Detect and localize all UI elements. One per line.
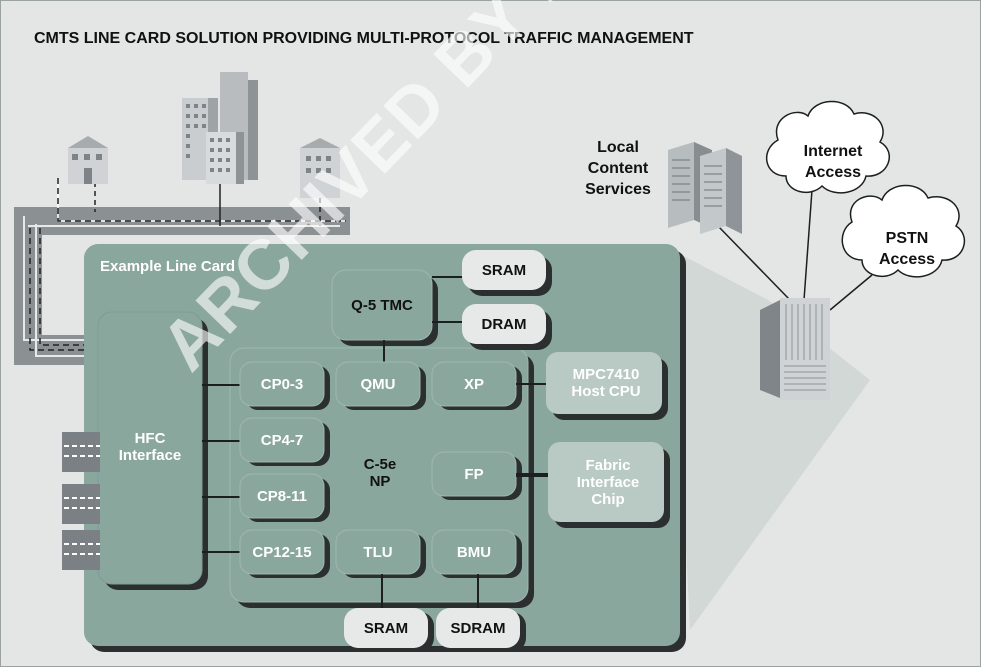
cp0-3-block: CP0-3 (260, 375, 304, 393)
cp-block-shapes (239, 361, 522, 578)
local-content-servers (668, 142, 742, 234)
bmu-block: BMU (456, 543, 492, 561)
diagram-title: CMTS LINE CARD SOLUTION PROVIDING MULTI-… (34, 30, 694, 47)
hfc-interface-block: HFC Interface (118, 430, 182, 464)
building-house-left (68, 136, 108, 184)
qmu-block: QMU (360, 375, 396, 393)
cmts-chassis (760, 298, 830, 400)
dram-block: DRAM (481, 315, 527, 333)
cp4-7-block: CP4-7 (260, 431, 304, 449)
fp-block: FP (464, 465, 484, 483)
tlu-block: TLU (363, 543, 393, 561)
xp-block: XP (463, 375, 484, 393)
building-office-cluster (182, 72, 258, 184)
fabric-interface-block: Fabric Interface Chip (576, 456, 640, 508)
q5-tmc-block: Q-5 TMC (351, 296, 413, 314)
sdram-block: SDRAM (450, 619, 506, 637)
line-card-label: Example Line Card (100, 258, 236, 275)
building-house-right (300, 138, 340, 198)
network-links (717, 189, 873, 311)
internet-access-label: Internet Access (803, 143, 863, 181)
sram-bottom-block: SRAM (363, 619, 409, 637)
hfc-links (202, 384, 240, 553)
np-label: C-5e NP (363, 456, 397, 490)
sram-top-block: SRAM (481, 261, 527, 279)
local-content-label: Local Content Services (585, 139, 651, 198)
pstn-cloud-shape (841, 184, 966, 278)
host-cpu-block: MPC7410 Host CPU (571, 366, 641, 400)
rf-connectors (62, 432, 100, 570)
cp12-15-block: CP12-15 (252, 543, 312, 561)
internet-cloud-shape (765, 100, 891, 194)
pstn-access-label: PSTN Access (878, 230, 936, 268)
cp8-11-block: CP8-11 (256, 487, 308, 505)
